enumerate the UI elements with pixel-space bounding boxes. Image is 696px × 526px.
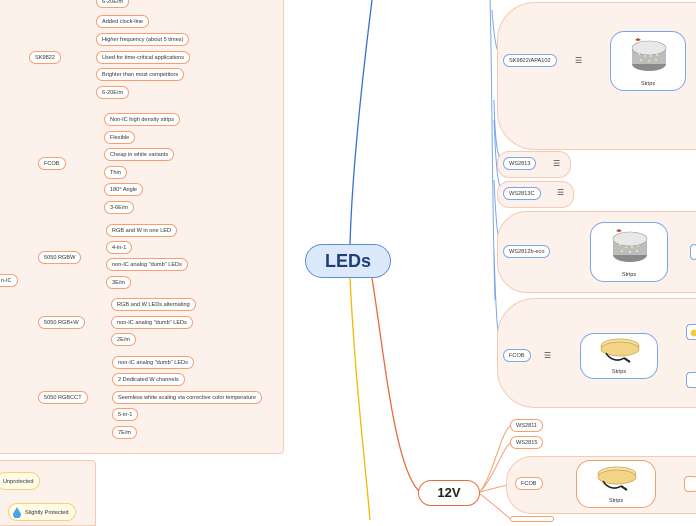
fcob-item-2[interactable]: Flexible <box>104 131 135 144</box>
rgb-plus-w-5050-item-2[interactable]: non-IC analog "dumb" LEDs <box>111 316 193 329</box>
fcob-item-6[interactable]: 3-6E/m <box>104 201 134 214</box>
led-reel-icon <box>629 36 669 76</box>
rgbw-5050-item-4[interactable]: 3E/m <box>106 276 131 289</box>
rgb-plus-w-5050-item-3[interactable]: 2E/m <box>111 333 136 346</box>
cob-strip-icon <box>598 336 642 366</box>
menu-icon[interactable]: ☰ <box>575 57 582 65</box>
sk9822-item-3[interactable]: Used for time-critical applications <box>96 51 190 64</box>
fcob-node[interactable]: FCOB <box>38 157 66 170</box>
ws2812b-eco-strip-card[interactable]: Strips <box>590 222 668 282</box>
ws2815-node[interactable]: WS2815 <box>510 436 543 449</box>
ws2812b-eco-node[interactable]: WS2812b-eco <box>503 245 550 258</box>
cob-strip-icon <box>595 464 639 494</box>
legend-unprotected: Unprotected <box>0 472 40 490</box>
rgbcct-5050-item-5[interactable]: 7E/m <box>112 426 137 439</box>
fcob-item-1[interactable]: Non-IC high density strips <box>104 113 180 126</box>
12v-fcob-node[interactable]: FCOB <box>515 477 543 490</box>
fcob-strip-card[interactable]: Strips <box>580 333 658 379</box>
sk9822-node[interactable]: SK9822 <box>29 51 61 64</box>
card-caption: Strips <box>611 81 685 87</box>
offscreen-node-stub <box>510 516 554 522</box>
menu-icon[interactable]: ☰ <box>544 352 551 360</box>
offscreen-node-stub <box>686 372 696 388</box>
sk9822-item-4[interactable]: Brighter than most competitors <box>96 68 184 81</box>
12v-node[interactable]: 12V <box>418 480 480 506</box>
card-caption: Strips <box>581 369 657 375</box>
rgbcct-5050-item-4[interactable]: 5-in-1 <box>112 408 138 421</box>
rgbcct-5050-item-3[interactable]: Seemless white scaling via corrective co… <box>112 391 262 404</box>
rgbw-5050-item-1[interactable]: RGB and W in one LED <box>106 224 177 237</box>
menu-icon[interactable]: ☰ <box>553 160 560 168</box>
sk9822-item-1[interactable]: Added clock-line <box>96 15 149 28</box>
sun-icon-box <box>686 324 696 340</box>
fcob-right-node[interactable]: FCOB <box>503 349 531 362</box>
rgbw-5050-item-2[interactable]: 4-in-1 <box>106 241 132 254</box>
rgb-plus-w-5050-node[interactable]: 5050 RGB+W <box>38 316 85 329</box>
sk9822-apa102-strip-card[interactable]: Strips <box>610 31 686 91</box>
fcob-item-3[interactable]: Cheap in white variants <box>104 148 174 161</box>
non-ic-node[interactable]: n-IC <box>0 274 18 287</box>
sk9822-item-2[interactable]: Higher frequency (about 5 times) <box>96 33 189 46</box>
menu-icon[interactable]: ☰ <box>557 189 564 197</box>
offscreen-node-stub <box>684 476 696 492</box>
ws2813-node[interactable]: WS2813 <box>503 157 536 170</box>
rgbcct-5050-node[interactable]: 5050 RGBCCT <box>38 391 88 404</box>
rgbw-5050-item-3[interactable]: non-IC analog "dumb" LEDs <box>106 258 188 271</box>
card-caption: Strips <box>591 272 667 278</box>
rgb-plus-w-5050-item-1[interactable]: RGB and W LEDs alternating <box>111 298 196 311</box>
fcob-item-5[interactable]: 180° Angle <box>104 183 143 196</box>
top-fragment-item[interactable]: 6-20E/m <box>96 0 129 8</box>
led-reel-icon <box>610 227 650 267</box>
fcob-item-4[interactable]: Thin <box>104 166 127 179</box>
rgbcct-5050-item-2[interactable]: 2 Dedicated W channels <box>112 373 185 386</box>
ws2813c-node[interactable]: WS2813C <box>503 187 541 200</box>
sk9822-apa102-node[interactable]: SK9822/APA102 <box>503 54 557 67</box>
sk9822-item-5[interactable]: 6-20E/m <box>96 86 129 99</box>
sun-icon <box>689 328 696 338</box>
legend-slightly-protected-label: Slightly Protected <box>25 510 69 516</box>
rgbcct-5050-item-1[interactable]: non-IC analog "dumb" LEDs <box>112 356 194 369</box>
rgbw-5050-node[interactable]: 5050 RGBW <box>38 251 81 264</box>
legend-slightly-protected: Slightly Protected <box>8 503 76 521</box>
offscreen-node-stub <box>690 244 696 260</box>
12v-fcob-strip-card[interactable]: Strips <box>576 460 656 508</box>
root-node[interactable]: LEDs <box>305 244 391 278</box>
water-drop-icon <box>13 507 21 526</box>
card-caption: Strips <box>577 498 655 504</box>
ws2811-node[interactable]: WS2811 <box>510 419 543 432</box>
